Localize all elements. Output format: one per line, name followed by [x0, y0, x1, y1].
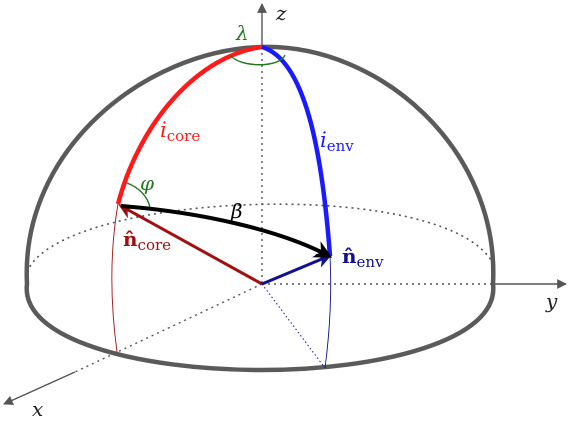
- beta-arc: [120, 204, 333, 258]
- lambda-label: λ: [235, 21, 249, 45]
- env-meridian-thin: [324, 255, 332, 369]
- beta-label: β: [230, 199, 243, 223]
- i-core-arc: [115, 44, 263, 205]
- env-projection-dotted: [261, 283, 326, 369]
- core-meridian-thin: [111, 203, 119, 353]
- i-env-arc: [261, 44, 333, 257]
- lambda-angle-arc: [229, 54, 286, 66]
- y-axis-label: y: [545, 289, 558, 313]
- x-axis-dotted: [74, 283, 263, 373]
- phi-label: φ: [140, 171, 154, 195]
- n-core-vector: [118, 204, 263, 286]
- z-axis-label: z: [275, 1, 287, 25]
- i-core-label: icore: [160, 118, 200, 145]
- i-env-label: ienv: [320, 128, 354, 155]
- equator-back-dotted: [26, 203, 496, 273]
- phi-angle-arc: [126, 182, 151, 209]
- n-core-label: n̂core: [123, 227, 171, 254]
- n-env-label: n̂env: [342, 244, 384, 271]
- hemisphere-outline: [24, 44, 496, 373]
- n-env-vector: [261, 253, 332, 286]
- x-axis-label: x: [32, 397, 43, 421]
- x-axis: [3, 371, 76, 405]
